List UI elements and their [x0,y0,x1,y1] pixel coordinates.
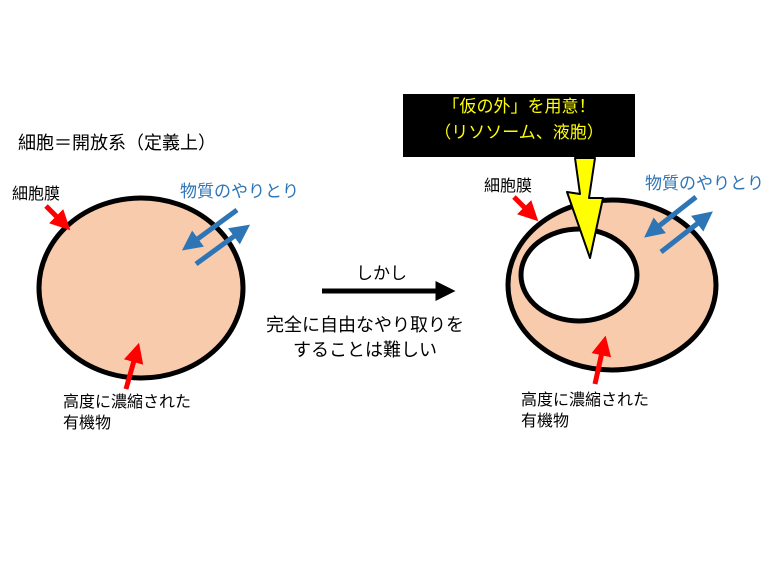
exchange-arrow-out-left [194,224,251,267]
membrane-label-right: 細胞膜 [484,176,533,195]
heading: 細胞＝開放系（定義上） [18,133,216,154]
organic-label-right: 高度に濃縮された 有機物 [521,390,650,430]
exchange-label-left: 物質のやりとり [180,182,299,202]
organic-pointer-arrow-left [123,342,144,390]
callout-arrow [566,157,604,259]
exchange-label-right: 物質のやりとり [645,174,764,194]
organic-pointer-arrow-right [591,335,612,385]
membrane-pointer-arrow-left [44,204,71,231]
exchange-arrow-in-left [181,207,239,251]
exchange-arrow-in-right [644,195,698,238]
callout-box: 「仮の外」を用意！ （リソソーム、液胞） [403,94,635,157]
membrane-pointer-arrow-right [512,195,539,222]
transition-caption: 完全に自由なやり取りを することは難しい [266,315,464,362]
exchange-arrow-out-right [659,211,713,254]
transition-label: しかし [356,264,407,284]
membrane-label-left: 細胞膜 [12,184,61,203]
organic-label-left: 高度に濃縮された 有機物 [63,392,192,432]
inner-compartment [518,226,640,324]
